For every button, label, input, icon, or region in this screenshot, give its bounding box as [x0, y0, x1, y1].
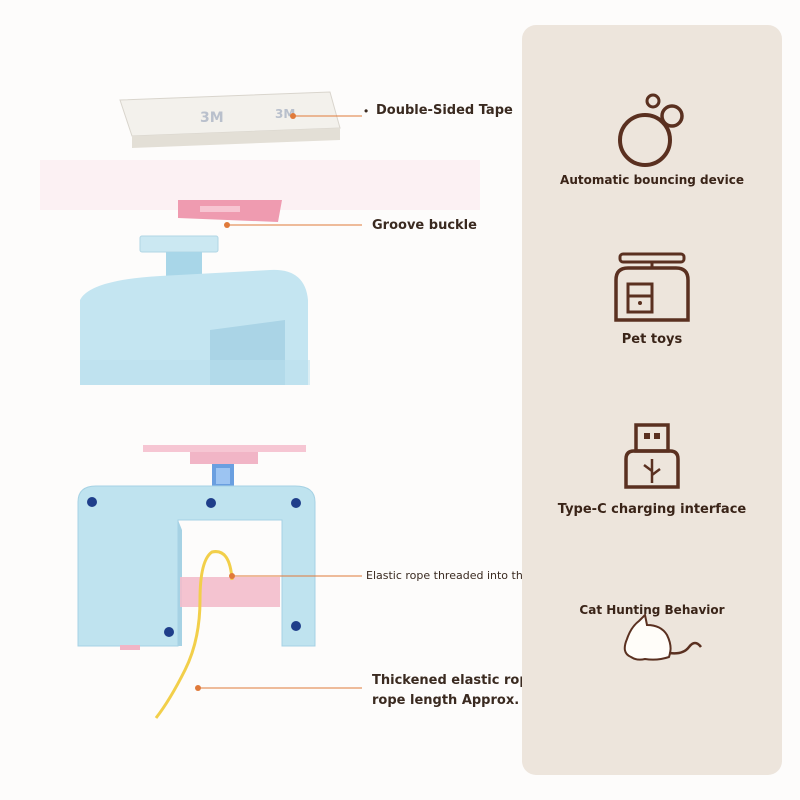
tape-pad: 3M 3M: [119, 91, 341, 148]
feature-panel: Automatic bouncing device Pet toys Type-…: [522, 25, 782, 775]
callout-elastic-rope-threaded: Elastic rope threaded into the roller: [366, 569, 562, 582]
feature-label-pet-toys: Pet toys: [621, 332, 683, 347]
feature-label-cat-hunting: Cat Hunting Behavior: [579, 603, 725, 617]
cat-tree-icon: [614, 252, 690, 322]
callout-double-sided-tape: Double-Sided Tape: [376, 103, 513, 118]
feature-label-automatic-bouncing: Automatic bouncing device: [560, 173, 744, 187]
svg-text:3M: 3M: [275, 107, 295, 121]
tape-brand-mark: 3M: [200, 110, 224, 126]
callout-thickened-rope-line2: rope length Approx. 1. 8m: [372, 693, 565, 708]
lower-device: [77, 445, 316, 719]
usb-icon: [624, 423, 680, 489]
upper-device: [80, 235, 310, 385]
callout-groove-buckle: Groove buckle: [372, 218, 477, 233]
bullet-dot: •: [364, 104, 369, 118]
cat-icon: [623, 613, 702, 661]
leader-lines: [195, 113, 362, 691]
groove-buckle-part: [178, 200, 282, 222]
bubbles-icon: [618, 93, 684, 167]
feature-label-type-c: Type-C charging interface: [557, 502, 747, 517]
